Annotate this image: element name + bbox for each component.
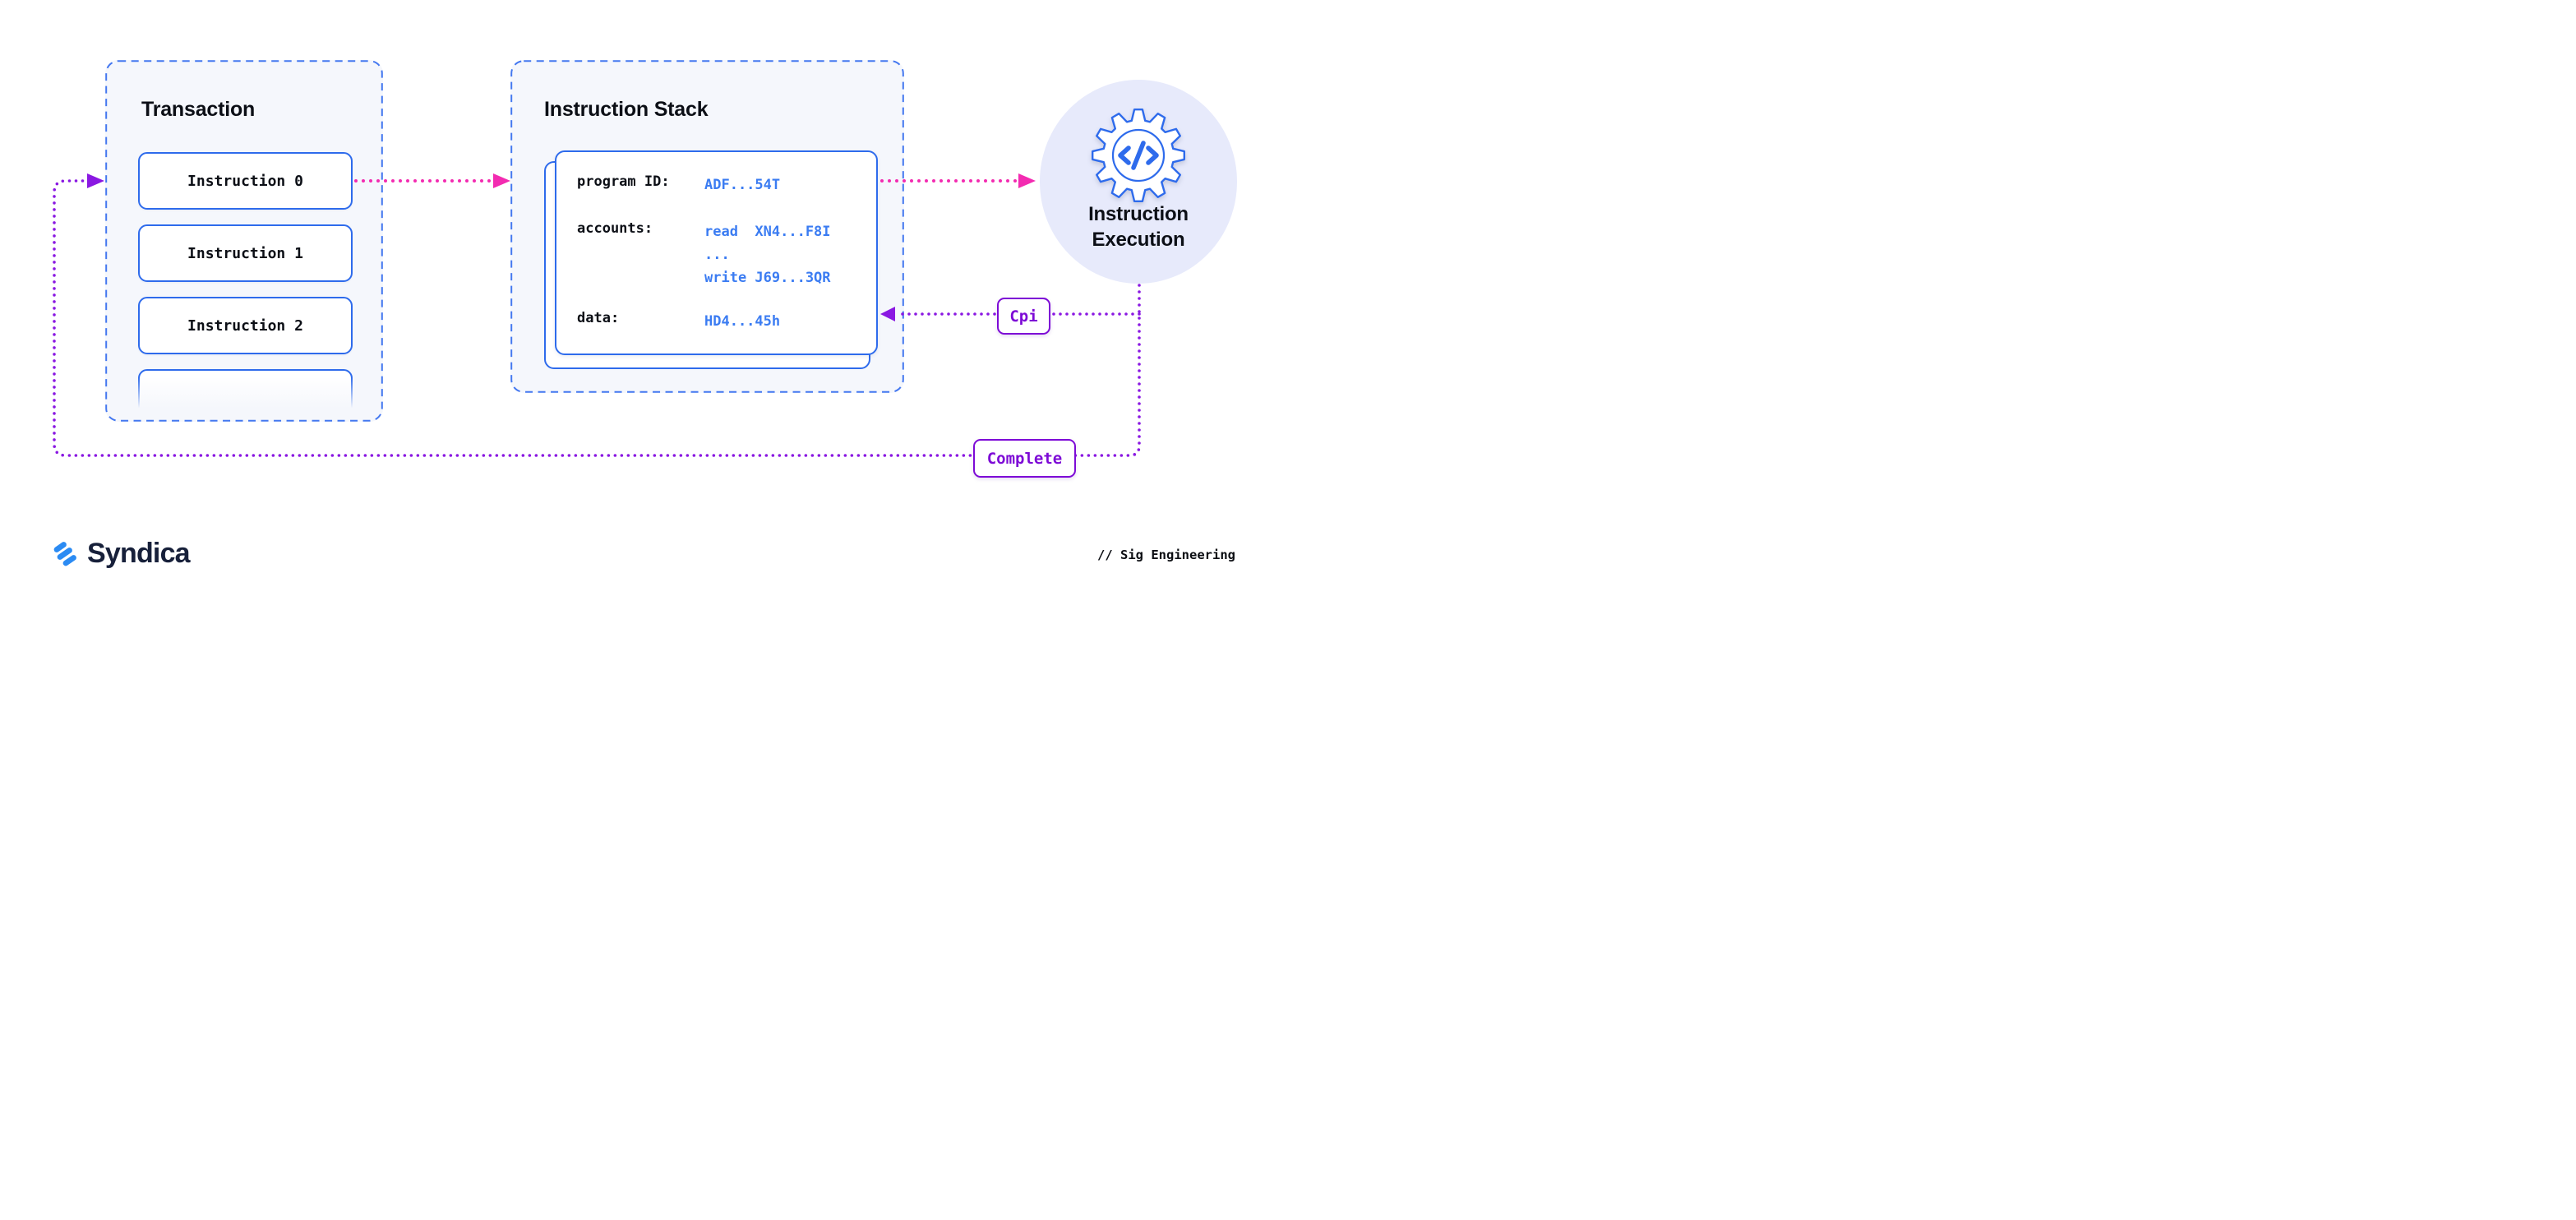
data-label: data: <box>577 310 620 326</box>
transaction-title: Transaction <box>141 98 256 121</box>
instruction-1-box: Instruction 1 <box>138 224 353 282</box>
data-value: HD4...45h <box>704 313 781 330</box>
accounts-values: read XN4...F8I...write J69...3QR <box>704 224 831 286</box>
instruction-card: program ID: ADF...54T accounts: read XN4… <box>555 150 878 355</box>
instruction-0-box: Instruction 0 <box>138 152 353 210</box>
syndica-logo: Syndica <box>53 538 191 570</box>
instruction-execution-node: Instruction Execution <box>1040 80 1237 284</box>
accounts-row: accounts: read XN4...F8I...write J69...3… <box>577 220 876 289</box>
program-id-label: program ID: <box>577 173 670 190</box>
cpi-badge: Cpi <box>997 298 1050 335</box>
arrowhead-into-transaction <box>87 173 104 188</box>
program-id-row: program ID: ADF...54T <box>577 173 876 196</box>
arrowhead-into-execution <box>1018 173 1036 188</box>
syndica-logo-text: Syndica <box>87 538 191 569</box>
accounts-label: accounts: <box>577 220 653 237</box>
instruction-stack-panel: Instruction Stack program ID: ADF...54T … <box>510 60 904 393</box>
data-row: data: HD4...45h <box>577 310 876 333</box>
instruction-2-box: Instruction 2 <box>138 297 353 354</box>
diagram-canvas: Transaction Instruction 0 Instruction 1 … <box>0 0 1288 610</box>
sig-engineering-credit: // Sig Engineering <box>1097 548 1235 562</box>
program-id-value: ADF...54T <box>704 177 781 193</box>
instruction-3-box-partial <box>138 369 353 414</box>
code-gear-icon <box>1092 109 1185 202</box>
complete-badge: Complete <box>973 439 1076 478</box>
instruction-stack-title: Instruction Stack <box>544 98 709 121</box>
arrowhead-into-stack <box>493 173 510 188</box>
execution-label: Instruction Execution <box>1088 203 1189 251</box>
syndica-logo-icon <box>53 542 76 566</box>
transaction-panel: Transaction Instruction 0 Instruction 1 … <box>105 60 383 422</box>
